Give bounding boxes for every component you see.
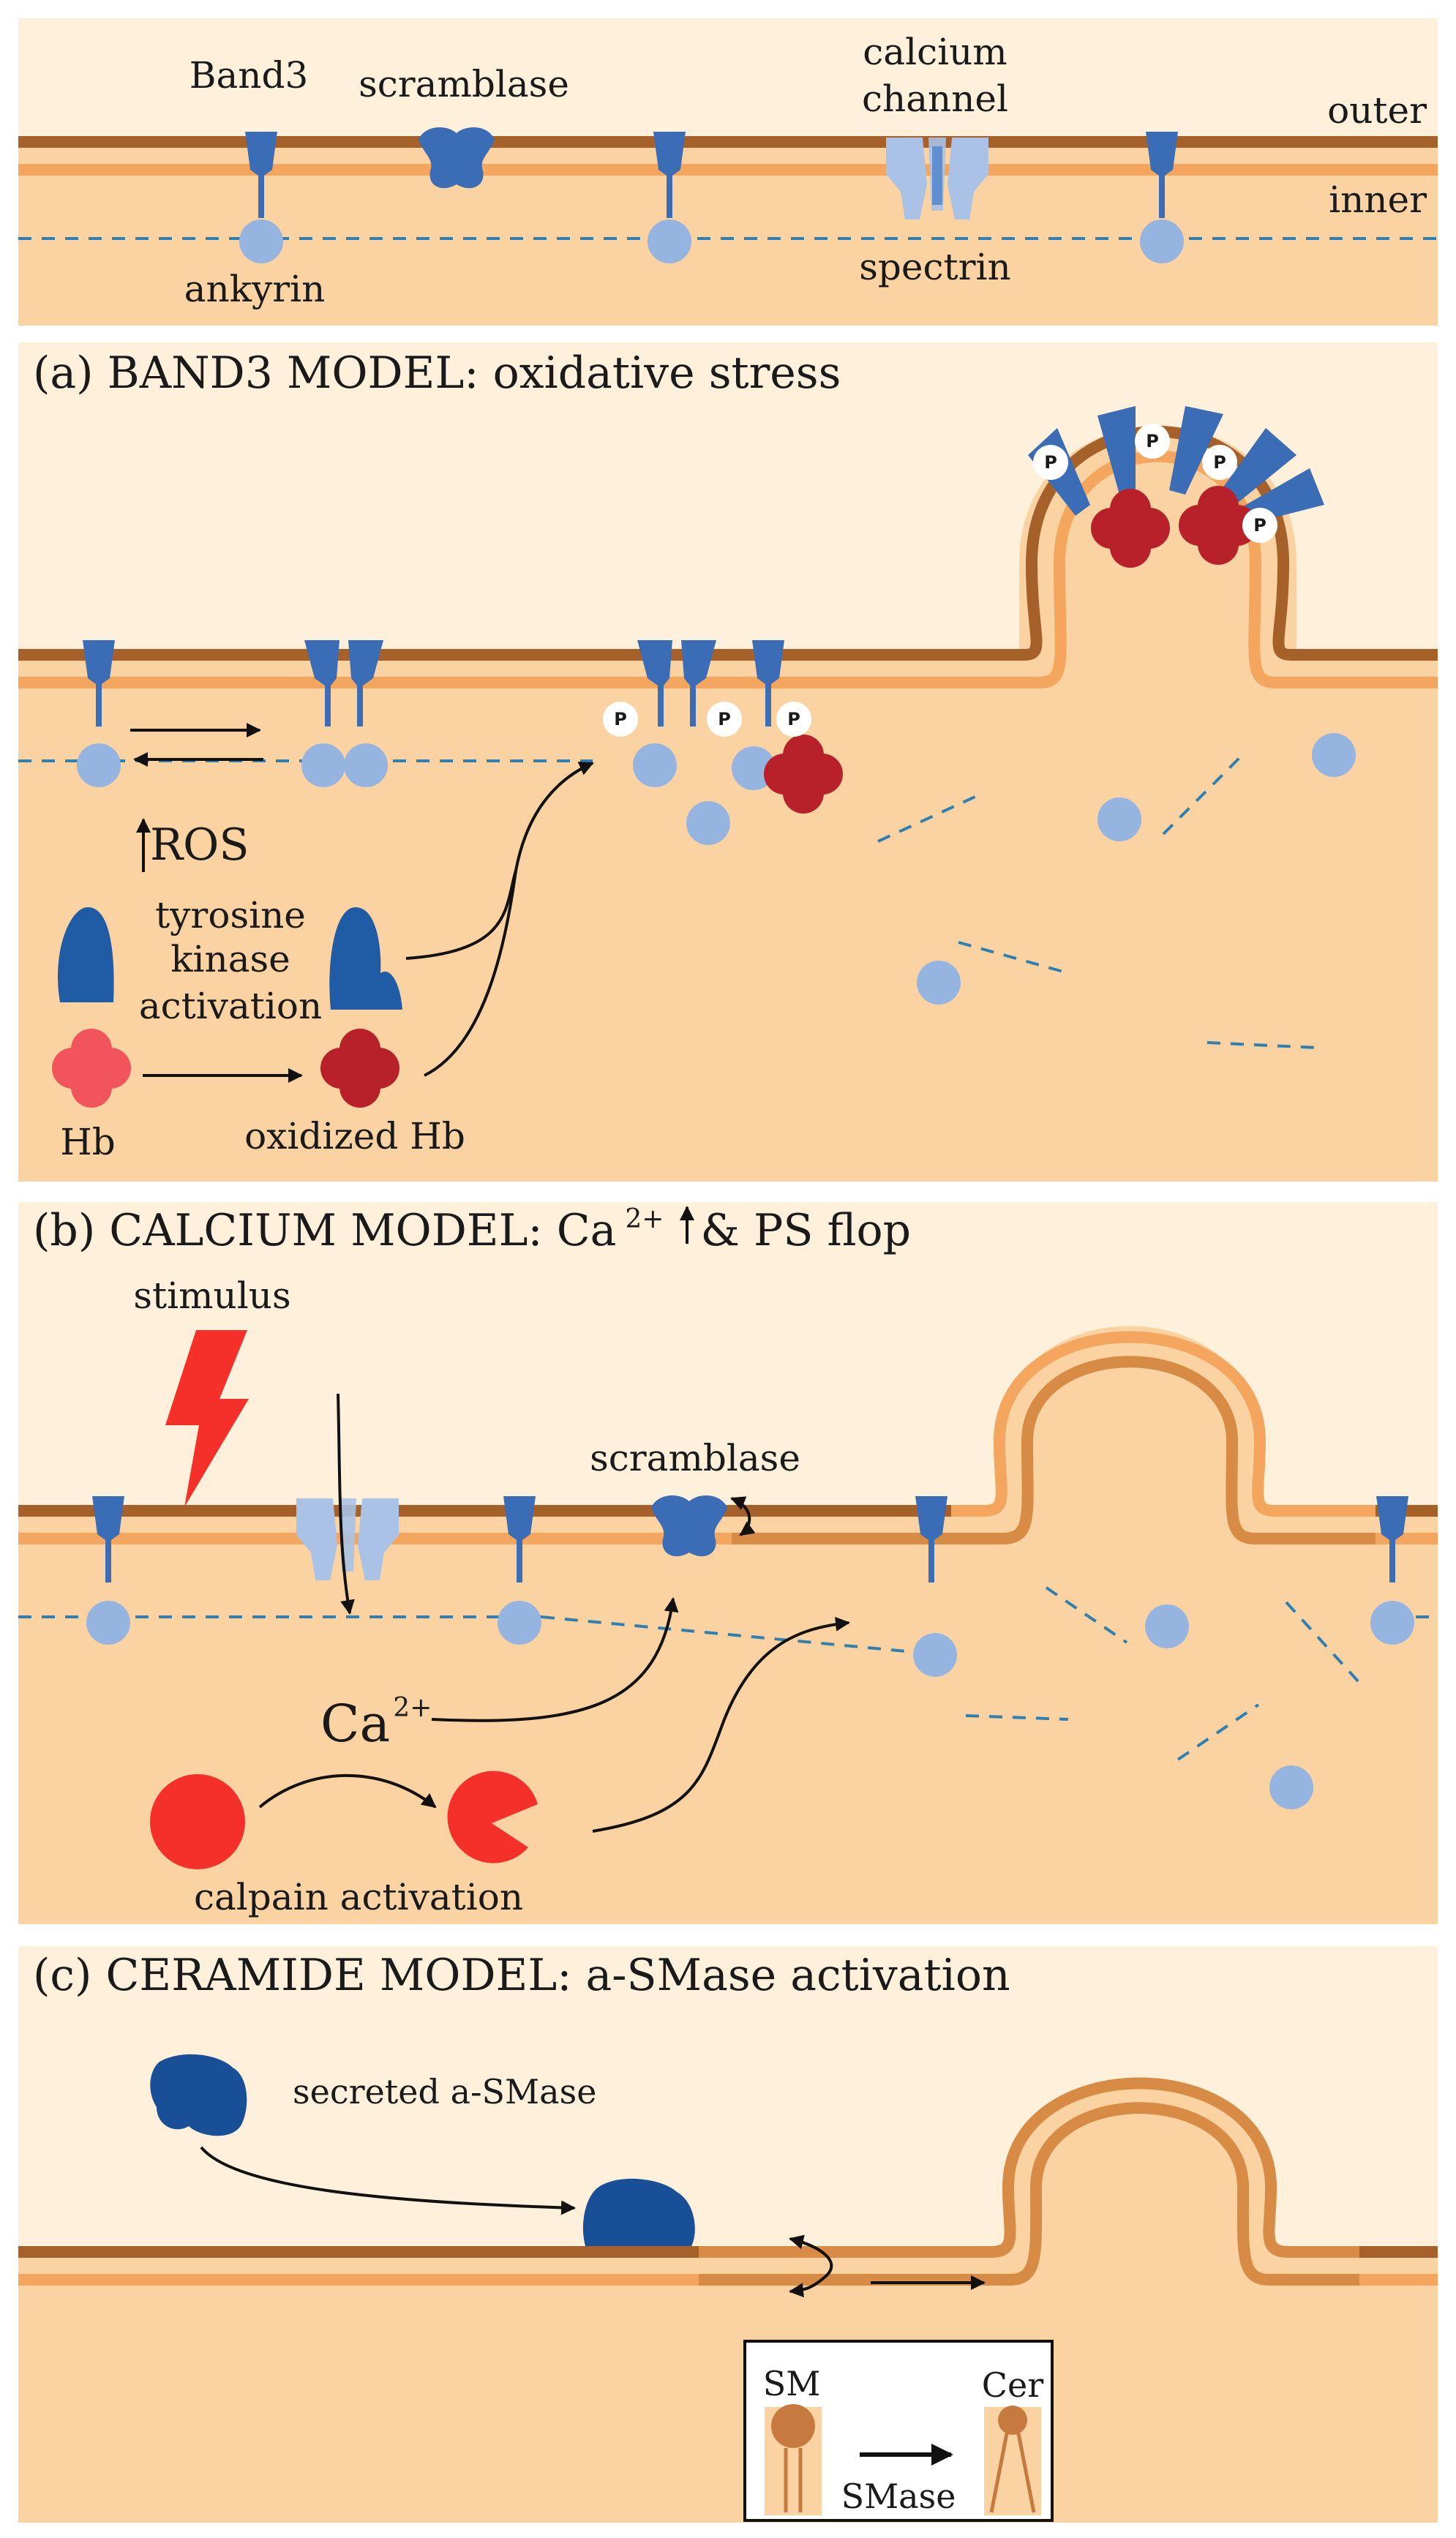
vesicle-phosphate-marks: P P P P xyxy=(1033,424,1277,543)
outer-leaflet-flipped xyxy=(951,1331,1376,1517)
kinase-to-band3-arrow xyxy=(405,870,517,960)
svg-text:P: P xyxy=(718,709,731,729)
cer-tail xyxy=(1016,2433,1036,2513)
ankyrin-group xyxy=(239,219,1184,263)
oxidized-hb-label: oxidized Hb xyxy=(244,1115,465,1157)
hb-label: Hb xyxy=(60,1121,116,1163)
hb-to-band3-arrow xyxy=(424,762,594,1077)
calpain-activation-arrow xyxy=(258,1773,437,1809)
outer-label: outer xyxy=(1327,89,1427,132)
tyrosine-kinase-active-icon xyxy=(329,907,402,1010)
svg-text:P: P xyxy=(614,709,627,729)
calcium-channel-pore xyxy=(932,146,942,205)
band3-label: Band3 xyxy=(189,54,309,97)
stimulus-label: stimulus xyxy=(133,1274,290,1317)
svg-text:P: P xyxy=(1044,452,1057,473)
spectrin-fragments xyxy=(965,1586,1361,1761)
spectrin-fragments xyxy=(877,752,1318,1049)
secreted-asmase-label: secreted a-SMase xyxy=(293,2072,596,2111)
ankyrin xyxy=(1140,219,1184,263)
inner-leaflet-flipped xyxy=(732,1356,1376,1544)
kinase-label: tyrosine xyxy=(155,894,306,936)
inner-label: inner xyxy=(1329,179,1427,221)
calpain-label: calpain activation xyxy=(194,1876,523,1918)
scramblase-label: scramblase xyxy=(590,1437,800,1479)
svg-text:P: P xyxy=(1146,431,1159,451)
sm-label: SM xyxy=(763,2364,821,2403)
panel-a: (a) BAND3 MODEL: oxidative stress xyxy=(18,342,1438,1182)
cer-label: Cer xyxy=(982,2365,1043,2405)
svg-text:P: P xyxy=(787,709,800,729)
asmase-binding-arrow xyxy=(200,2146,576,2215)
ros-label: ROS xyxy=(150,819,249,871)
kinase-label: activation xyxy=(139,985,322,1027)
ceramide-inner-leaflet xyxy=(699,2102,1359,2286)
flop-arrows-icon xyxy=(730,1496,756,1536)
ca-influx-arrow xyxy=(337,1393,355,1615)
panel-a-title: (a) BAND3 MODEL: oxidative stress xyxy=(33,348,841,399)
tyrosine-kinase-inactive-icon xyxy=(57,907,114,1002)
calpain-active-icon xyxy=(447,1771,538,1863)
asmase-secreted-icon xyxy=(150,2054,247,2136)
lightning-icon xyxy=(165,1330,249,1507)
phosphate-marks: P P P xyxy=(603,702,811,737)
ankyrin-group xyxy=(86,1601,1414,1809)
svg-text:P: P xyxy=(1253,515,1267,536)
panel-a-cytoplasm xyxy=(18,655,1438,1182)
cer-tail xyxy=(989,2433,1009,2513)
ankyrin-label: ankyrin xyxy=(184,268,326,310)
calcium-channel-label: calcium xyxy=(863,31,1007,73)
panel-c: (c) CERAMIDE MODEL: a-SMase activation s… xyxy=(18,1946,1438,2523)
ceramide-outer-leaflet xyxy=(699,2077,1359,2258)
top-panel: Band3 scramblase calcium channel outer i… xyxy=(18,18,1438,326)
panel-c-title: (c) CERAMIDE MODEL: a-SMase activation xyxy=(33,1950,1010,2001)
spectrin-line xyxy=(541,1615,930,1655)
kinase-label: kinase xyxy=(170,938,290,980)
calpain-inactive-icon xyxy=(150,1774,245,1869)
sm-to-ceramide-inset: SM Cer SMase xyxy=(743,2340,1054,2522)
panel-b-cytoplasm xyxy=(18,1511,1438,1924)
cer-headgroup-icon xyxy=(998,2406,1027,2435)
scramblase-label: scramblase xyxy=(359,63,569,105)
sm-headgroup-icon xyxy=(771,2404,815,2448)
svg-text:P: P xyxy=(1213,452,1226,473)
top-panel-outside xyxy=(18,18,1438,143)
panel-c-cytoplasm xyxy=(18,2252,1438,2523)
ankyrin xyxy=(648,219,691,263)
outer-leaflet xyxy=(18,136,1438,148)
calpain-to-spectrin-arrow xyxy=(592,1616,850,1833)
ca-to-scramblase-arrow xyxy=(431,1597,679,1722)
asmase-bound-icon xyxy=(582,2178,695,2246)
inner-leaflet xyxy=(18,164,1438,176)
ankyrin xyxy=(239,219,283,263)
smase-label: SMase xyxy=(841,2477,956,2516)
spectrin-label: spectrin xyxy=(859,246,1010,288)
ankyrin-group xyxy=(77,733,1356,1005)
calcium-channel-label: channel xyxy=(862,78,1008,120)
flip-arrows-icon xyxy=(789,2234,833,2298)
